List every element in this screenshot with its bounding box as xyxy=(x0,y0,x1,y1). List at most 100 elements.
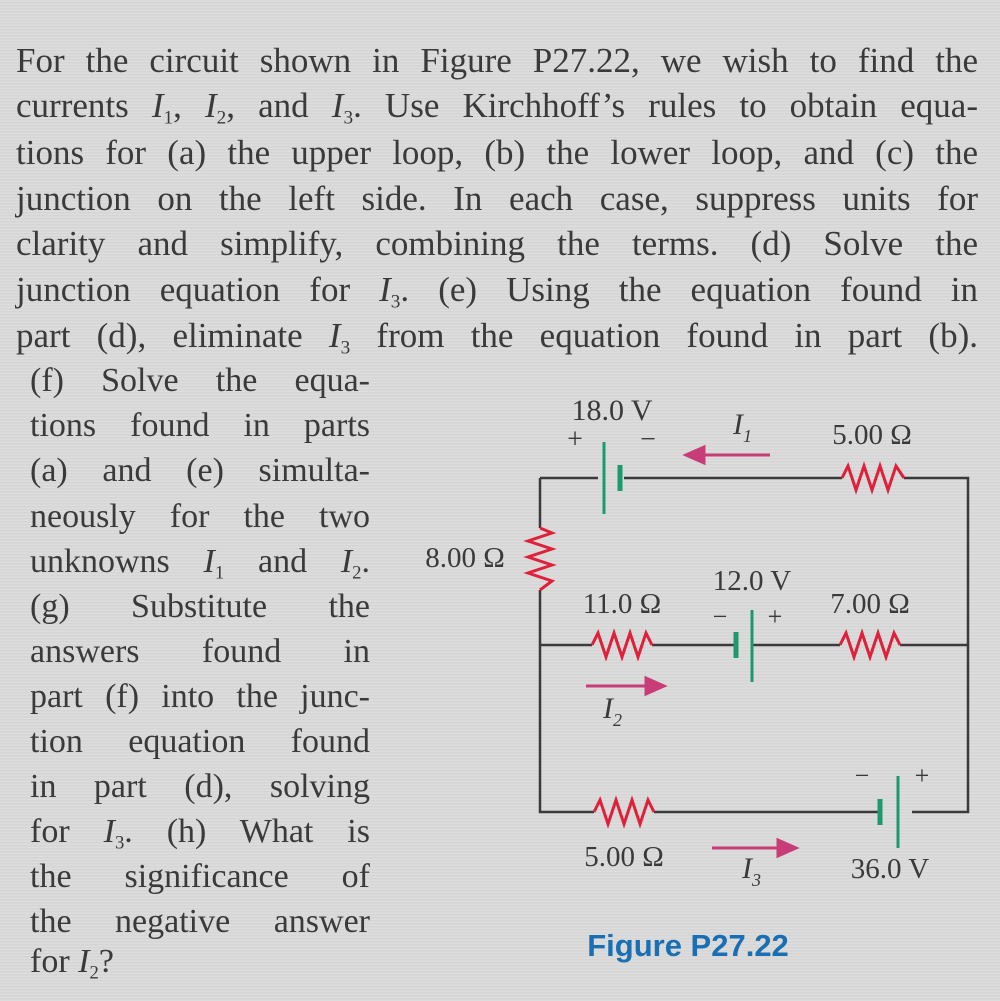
battery-bot-voltage: 36.0 V xyxy=(851,853,929,885)
subscript: 2 xyxy=(613,710,622,730)
text-span: ? xyxy=(98,943,114,980)
battery-mid-minus: − xyxy=(713,602,728,631)
subscript: 1 xyxy=(214,562,225,584)
battery-mid-voltage: 12.0 V xyxy=(713,565,791,597)
problem-line-5: clarity and simplify, combining the term… xyxy=(16,221,978,267)
subscript: 3 xyxy=(114,832,125,854)
battery-top-minus: − xyxy=(640,424,656,455)
resistor-mid-right xyxy=(838,628,902,662)
resistor-top-value: 5.00 Ω xyxy=(832,419,912,451)
column-line-5: unknowns I1 and I2. xyxy=(30,539,370,584)
column-line-1: (f) Solve the equa- xyxy=(30,358,370,403)
subscript: 3 xyxy=(343,107,354,129)
current-i2-label: I2 xyxy=(602,692,622,730)
subscript: 2 xyxy=(352,562,362,584)
text-span: part (d), eliminate xyxy=(16,316,329,355)
text-span: and xyxy=(224,543,341,580)
column-line-3: (a) and (e) simulta- xyxy=(30,448,370,493)
problem-line-7: part (d), eliminate I3 from the equation… xyxy=(16,313,978,359)
resistor-left-value: 8.00 Ω xyxy=(425,542,505,574)
problem-line-2: currents I1, I2, and I3. Use Kirchhoff’s… xyxy=(16,83,978,129)
batteries xyxy=(602,442,900,848)
arrow-i3-head xyxy=(776,837,800,859)
text-span: (a) and (e) simulta- xyxy=(30,452,370,489)
battery-mid-plus: + xyxy=(768,602,783,631)
text-span: from the equation found in part (b). xyxy=(350,316,978,355)
text-span: the significance of xyxy=(30,858,370,895)
current-symbol: I xyxy=(331,86,344,125)
arrow-i2-head xyxy=(644,675,668,697)
subscript: 2 xyxy=(89,962,99,984)
column-line-4: neously for the two xyxy=(30,494,370,539)
text-span: part (f) into the junc- xyxy=(30,678,370,715)
column-line-8: part (f) into the junc- xyxy=(30,674,370,719)
battery-bot-plus: + xyxy=(915,761,930,790)
column-line-2: tions found in parts xyxy=(30,403,370,448)
text-span: tions for (a) the upper loop, (b) the lo… xyxy=(16,133,978,172)
text-span: currents xyxy=(16,86,152,125)
current-i1-label: I1 xyxy=(732,408,752,446)
text-span: tion equation found xyxy=(30,723,370,760)
subscript: 3 xyxy=(340,337,351,359)
column-line-14: for I2? xyxy=(30,939,370,984)
resistor-bottom-value: 5.00 Ω xyxy=(584,841,664,873)
text-span: for xyxy=(30,813,104,850)
text-span: . xyxy=(361,543,371,580)
subscript: 1 xyxy=(743,426,752,446)
text-span: for xyxy=(30,943,79,980)
text-span: (g) Substitute the xyxy=(30,588,370,625)
current-symbol: I xyxy=(379,270,391,309)
column-line-6: (g) Substitute the xyxy=(30,584,370,629)
text-span: , and xyxy=(226,86,332,125)
text-span: the negative answer xyxy=(30,903,370,940)
problem-line-1: For the circuit shown in Figure P27.22, … xyxy=(16,38,978,84)
text-span: For the circuit shown in Figure P27.22, … xyxy=(16,41,978,80)
text-span: answers found in xyxy=(30,633,370,670)
resistors xyxy=(523,461,906,829)
wire-left-lower xyxy=(538,590,594,814)
current-symbol: I xyxy=(741,852,754,885)
problem-line-3: tions for (a) the upper loop, (b) the lo… xyxy=(16,130,978,176)
arrow-i1-head xyxy=(682,444,706,466)
column-line-7: answers found in xyxy=(30,629,370,674)
problem-line-4: junction on the left side. In each case,… xyxy=(16,176,978,222)
resistor-bottom xyxy=(592,795,656,829)
resistor-top xyxy=(840,461,906,495)
current-symbol: I xyxy=(328,316,341,355)
circuit-wires xyxy=(538,476,970,814)
resistor-mid-right-value: 7.00 Ω xyxy=(830,588,910,620)
current-symbol: I xyxy=(151,86,164,125)
current-symbol: I xyxy=(732,408,745,441)
current-symbol: I xyxy=(103,813,115,850)
figure-caption: Figure P27.22 xyxy=(587,928,789,963)
column-line-12: the significance of xyxy=(30,854,370,899)
text-span: . (h) What is xyxy=(124,813,370,850)
battery-bot-minus: − xyxy=(855,761,870,790)
text-span: neously for the two xyxy=(30,498,370,535)
text-span: . (e) Using the equation found in xyxy=(400,270,978,309)
text-span: . Use Kirchhoff’s rules to obtain equa- xyxy=(353,86,979,125)
current-symbol: I xyxy=(204,86,217,125)
current-symbol: I xyxy=(340,543,353,580)
resistor-mid-left xyxy=(590,628,654,662)
column-line-13: the negative answer xyxy=(30,899,370,944)
column-line-11: for I3. (h) What is xyxy=(30,809,370,854)
column-line-9: tion equation found xyxy=(30,719,370,764)
text-span: junction equation for xyxy=(16,270,380,309)
current-symbol: I xyxy=(78,943,90,980)
subscript: 1 xyxy=(163,107,174,129)
current-i3-label: I3 xyxy=(741,852,761,890)
resistor-mid-left-value: 11.0 Ω xyxy=(583,588,661,620)
text-span: clarity and simplify, combining the term… xyxy=(16,224,978,263)
battery-top-voltage: 18.0 V xyxy=(571,394,652,427)
text-span: in part (d), solving xyxy=(30,768,370,805)
current-arrows xyxy=(586,444,800,859)
text-span: tions found in parts xyxy=(30,407,370,444)
text-span: unknowns xyxy=(30,543,204,580)
current-symbol: I xyxy=(203,543,215,580)
subscript: 2 xyxy=(216,107,227,129)
problem-line-6: junction equation for I3. (e) Using the … xyxy=(16,267,978,313)
subscript: 3 xyxy=(751,870,761,890)
